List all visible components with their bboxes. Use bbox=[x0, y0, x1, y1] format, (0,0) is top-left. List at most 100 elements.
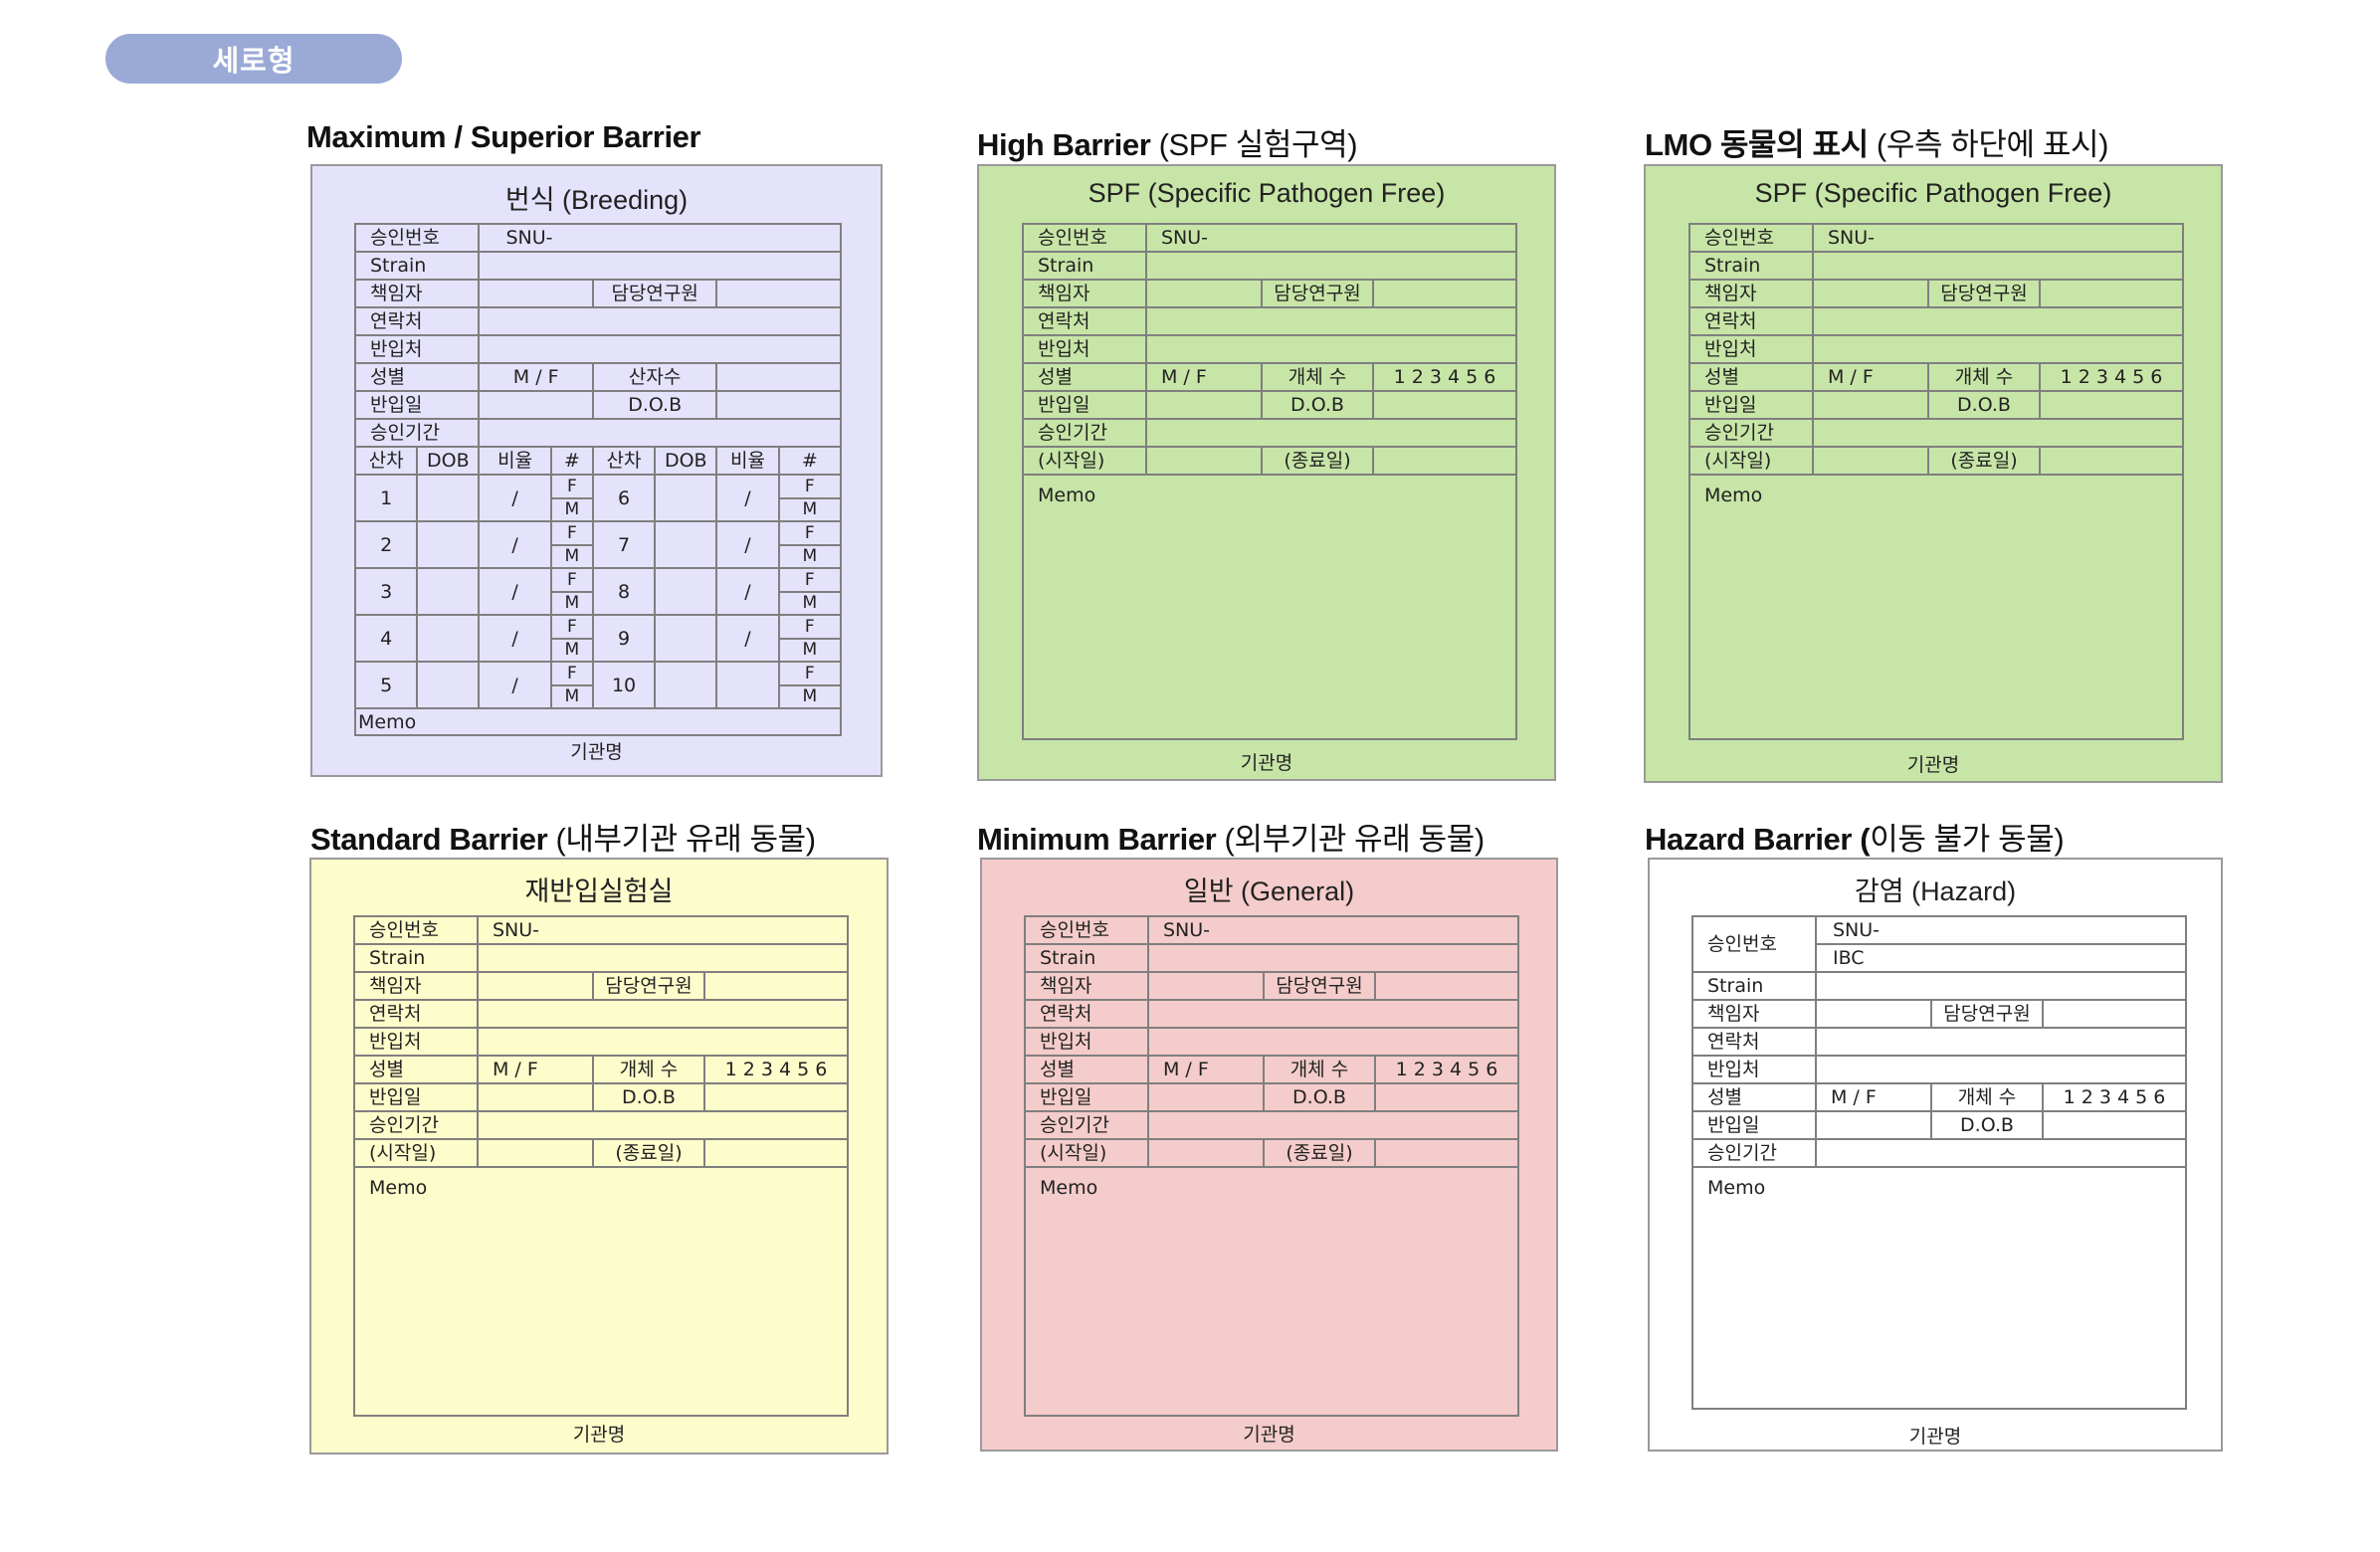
sex-value: M / F bbox=[1815, 1082, 1932, 1112]
dob-label: D.O.B bbox=[1930, 1110, 2044, 1140]
dob-label: D.O.B bbox=[1927, 390, 2041, 420]
male-label: M bbox=[552, 637, 591, 661]
strain-value bbox=[1147, 943, 1519, 973]
move-in-value bbox=[1812, 334, 2184, 364]
card-title-lmo: LMO 동물의 표시 (우측 하단에 표시) bbox=[1645, 119, 2108, 164]
parity-value bbox=[715, 362, 842, 392]
sex-value: M / F bbox=[478, 362, 594, 392]
pi-label: 책임자 bbox=[353, 971, 479, 1001]
move-in-label: 반입처 bbox=[1022, 334, 1147, 364]
male-label: M bbox=[780, 590, 839, 614]
female-label: F bbox=[566, 616, 577, 637]
card-title-hazard: Hazard Barrier (이동 불가 동물) bbox=[1645, 814, 2065, 859]
page-label: 세로형 bbox=[212, 44, 296, 78]
contact-label: 연락처 bbox=[1024, 999, 1149, 1029]
count-label: 개체 수 bbox=[1930, 1082, 2044, 1112]
contact-value bbox=[1145, 306, 1517, 336]
approval-no-label: 승인번호 bbox=[1022, 223, 1147, 253]
end-date-value bbox=[2039, 446, 2184, 476]
sex-value: M / F bbox=[477, 1055, 594, 1084]
approval-no-value: SNU- bbox=[1812, 223, 2184, 253]
approval-period-label: 승인기간 bbox=[1688, 418, 1814, 448]
sex-value: M / F bbox=[1812, 362, 1929, 392]
form-row: 승인기간 bbox=[353, 418, 842, 448]
breeding-header-cell: 산차 bbox=[591, 446, 657, 476]
end-date-label: (종료일) bbox=[1261, 446, 1374, 476]
approval-period-value bbox=[1145, 418, 1517, 448]
ratio-cell: / bbox=[478, 474, 552, 522]
strain-value bbox=[477, 943, 849, 973]
end-date-value bbox=[1374, 1138, 1519, 1168]
approval-period-value bbox=[1814, 1138, 2188, 1168]
card-title-bold: Minimum Barrier bbox=[977, 822, 1217, 857]
count-label: 개체 수 bbox=[1263, 1055, 1376, 1084]
ratio-cell: / bbox=[478, 614, 552, 663]
form-row: 승인기간 bbox=[1022, 418, 1517, 448]
parity-label: 산자수 bbox=[591, 362, 718, 392]
sex-label: 성별 bbox=[1691, 1082, 1817, 1112]
form-row: 반입처 bbox=[1022, 334, 1517, 364]
breeding-header-cell: DOB bbox=[416, 446, 481, 476]
male-label: M bbox=[780, 637, 839, 661]
form-row: 승인기간 bbox=[1691, 1138, 2188, 1168]
card-title-bold: Hazard Barrier ( bbox=[1645, 822, 1871, 857]
ratio-cell bbox=[715, 661, 780, 709]
breeding-header-cell: # bbox=[777, 446, 843, 476]
form-row: (시작일)(종료일) bbox=[353, 1138, 849, 1168]
end-date-value bbox=[1372, 446, 1517, 476]
card-header: 재반입실험실 bbox=[524, 876, 674, 906]
contact-value bbox=[1814, 1027, 2188, 1057]
researcher-label: 담당연구원 bbox=[1263, 971, 1376, 1001]
start-date-label: (시작일) bbox=[1688, 446, 1814, 476]
import-date-label: 반입일 bbox=[1022, 390, 1147, 420]
approval-period-label: 승인기간 bbox=[1691, 1138, 1817, 1168]
form-row: 연락처 bbox=[1024, 999, 1519, 1029]
sex-value: M / F bbox=[1145, 362, 1263, 392]
start-date-value bbox=[1147, 1138, 1265, 1168]
ratio-cell: / bbox=[715, 520, 780, 569]
form-row: Strain bbox=[1688, 251, 2184, 281]
female-label: F bbox=[804, 616, 815, 637]
approval-no-value: SNU- bbox=[1145, 223, 1517, 253]
parity-no-cell: 8 bbox=[591, 567, 657, 616]
form-row: Memo bbox=[1690, 1166, 2188, 1410]
form-row: Memo bbox=[1688, 474, 2184, 740]
form-row: 반입처 bbox=[1691, 1055, 2188, 1084]
researcher-label: 담당연구원 bbox=[592, 971, 705, 1001]
approval-no-value: SNU- bbox=[477, 915, 849, 945]
import-date-value bbox=[1815, 1110, 1932, 1140]
researcher-label: 담당연구원 bbox=[1930, 999, 2044, 1029]
form-row: Memo bbox=[354, 707, 842, 736]
card-institution: 기관명 bbox=[1243, 1424, 1295, 1446]
approval-period-value bbox=[1812, 418, 2184, 448]
female-label: F bbox=[566, 522, 577, 543]
parity-no-cell: 2 bbox=[353, 520, 419, 569]
form-row: Memo bbox=[353, 1166, 849, 1417]
import-date-value bbox=[1145, 390, 1263, 420]
card-header: 번식 (Breeding) bbox=[504, 185, 689, 215]
ratio-cell: / bbox=[478, 567, 552, 616]
strain-label: Strain bbox=[353, 943, 479, 973]
contact-value bbox=[477, 999, 849, 1029]
